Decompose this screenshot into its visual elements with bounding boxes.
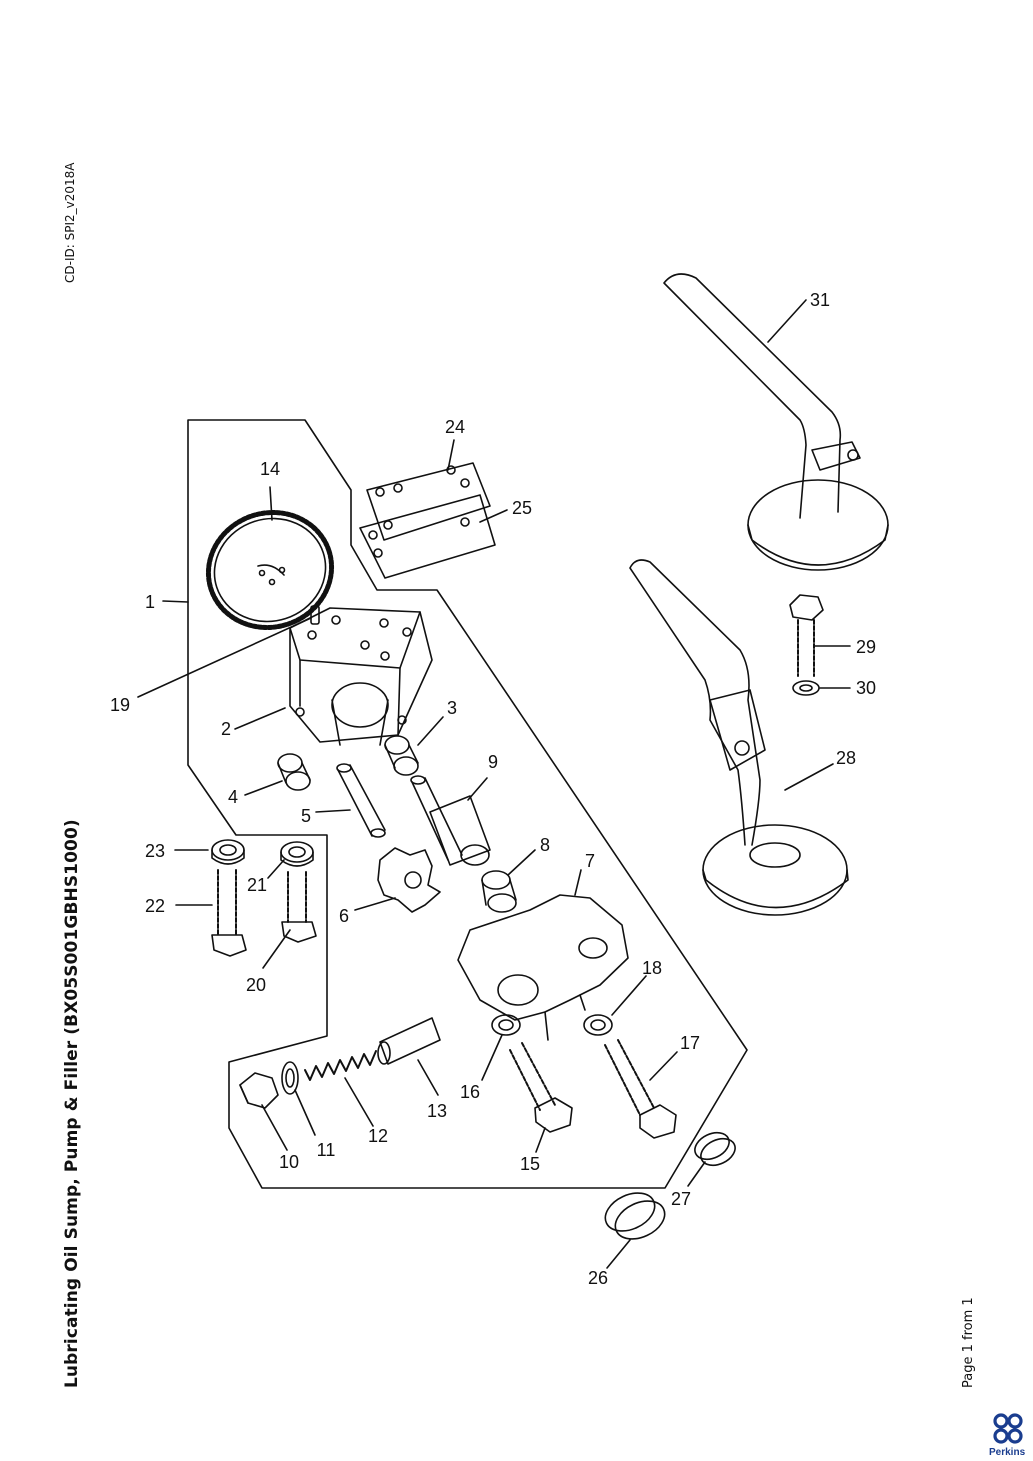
- callout-16: 16: [460, 1082, 480, 1102]
- assembly-boundary: [187, 419, 748, 1189]
- callout-4: 4: [228, 787, 238, 807]
- callout-27: 27: [671, 1189, 691, 1209]
- washer-part-16: [491, 1014, 521, 1036]
- relief-valve-plunger-part-13: [377, 1017, 441, 1065]
- spring-part-12: [304, 1050, 377, 1081]
- callout-5: 5: [301, 806, 311, 826]
- oil-pipe-part-31: [663, 273, 889, 571]
- callout-7: 7: [585, 851, 595, 871]
- gasket-part-25: [359, 494, 496, 579]
- callout-30: 30: [856, 678, 876, 698]
- o-ring-part-27: [694, 1131, 736, 1167]
- callout-labels: 1 2 3 4 5 6 7 8 9 10 11 12 13 14 15 16 1…: [110, 290, 876, 1288]
- callout-8: 8: [540, 835, 550, 855]
- callout-21: 21: [247, 875, 267, 895]
- leader-lines: [137, 299, 851, 1269]
- callout-3: 3: [447, 698, 457, 718]
- callout-12: 12: [368, 1126, 388, 1146]
- callout-2: 2: [221, 719, 231, 739]
- callout-31: 31: [810, 290, 830, 310]
- bolt-part-29: [789, 594, 824, 677]
- callout-10: 10: [279, 1152, 299, 1172]
- callout-18: 18: [642, 958, 662, 978]
- pump-cover-part-7: [457, 894, 629, 1041]
- washer-part-21: [280, 841, 314, 867]
- dowel-pin-part: [310, 605, 320, 625]
- bush-part-3: [384, 735, 419, 776]
- callout-11: 11: [317, 1140, 336, 1160]
- bolt-part-15: [509, 1042, 573, 1133]
- bush-part-8: [481, 870, 517, 913]
- callout-13: 13: [427, 1101, 447, 1121]
- perkins-logo-icon: [993, 1413, 1023, 1444]
- washer-part-30: [792, 680, 820, 696]
- callout-6: 6: [339, 906, 349, 926]
- callout-15: 15: [520, 1154, 540, 1174]
- bolt-part-17: [604, 1039, 677, 1139]
- bolt-part-20: [281, 871, 317, 943]
- suction-pipe-part-28: [629, 559, 849, 916]
- callout-23: 23: [145, 841, 165, 861]
- washer-part-11: [281, 1061, 299, 1095]
- washer-part-23: [211, 839, 245, 865]
- callout-17: 17: [680, 1033, 700, 1053]
- plug-part-10: [239, 1072, 279, 1109]
- bush-part-4: [277, 753, 311, 791]
- brand-name: Perkins: [989, 1447, 1026, 1458]
- callout-26: 26: [588, 1268, 608, 1288]
- washer-part-18: [583, 1014, 613, 1036]
- callout-20: 20: [246, 975, 266, 995]
- bolt-part-22: [211, 869, 247, 957]
- gear-part: [205, 510, 335, 630]
- shaft-part-5: [336, 763, 386, 838]
- callout-28: 28: [836, 748, 856, 768]
- callout-1: 1: [145, 592, 155, 612]
- o-ring-part-26: [604, 1192, 666, 1240]
- callout-14: 14: [260, 459, 280, 479]
- callout-19: 19: [110, 695, 130, 715]
- gasket-part-24: [366, 462, 491, 541]
- rotor-shaft-part-9: [410, 775, 491, 866]
- rotor-part-6: [377, 847, 441, 913]
- callout-25: 25: [512, 498, 532, 518]
- callout-22: 22: [145, 896, 165, 916]
- callout-9: 9: [488, 752, 498, 772]
- pump-body-part: [289, 607, 433, 746]
- callout-29: 29: [856, 637, 876, 657]
- callout-24: 24: [445, 417, 465, 437]
